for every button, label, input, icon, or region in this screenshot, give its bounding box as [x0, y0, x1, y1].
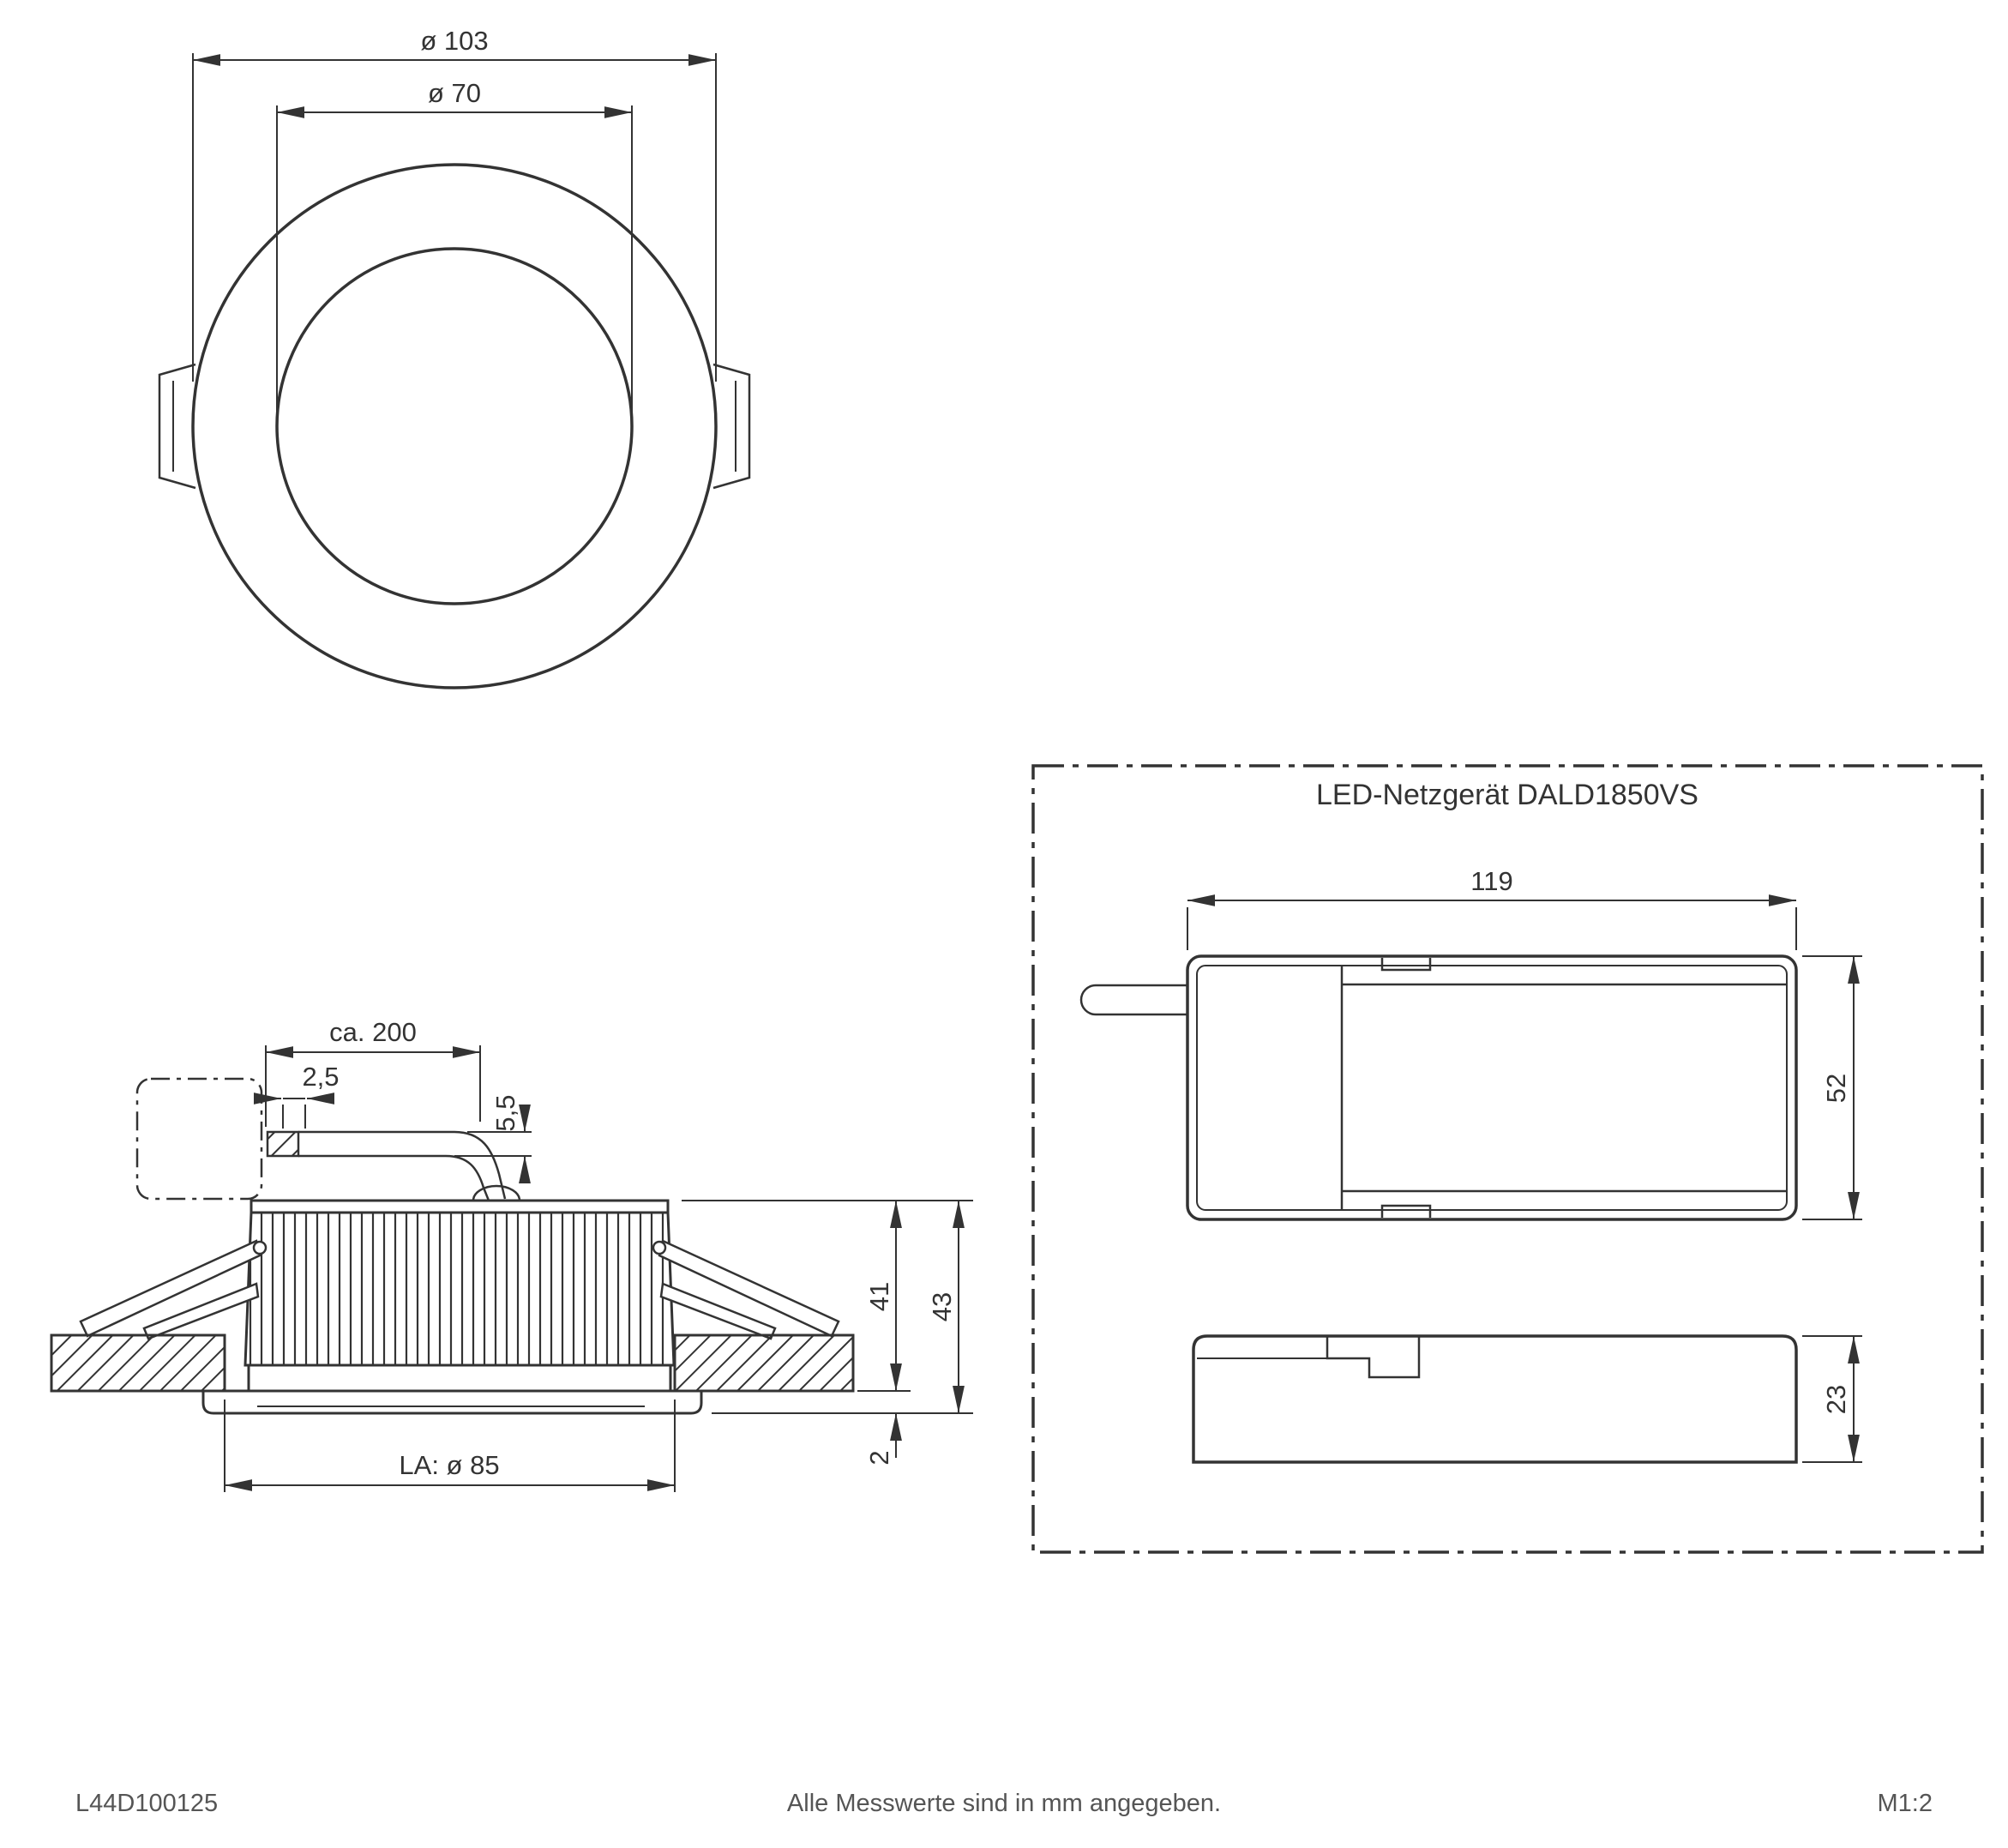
scale-note: M1:2	[1878, 1790, 1933, 1817]
dim-recess-height: 41	[682, 1200, 973, 1392]
dim-psu-width: 52	[1802, 955, 1862, 1220]
cable-end-hatch	[266, 1130, 300, 1158]
dim-recess-height-label: 41	[864, 1282, 894, 1311]
ceiling-panel	[50, 1333, 855, 1393]
luminaire-body	[201, 1199, 703, 1415]
psu-title: LED-Netzgerät DALD1850VS	[1316, 779, 1698, 811]
trim-flange	[201, 1389, 703, 1415]
footer: L44D100125 Alle Messwerte sind in mm ang…	[75, 1790, 1933, 1817]
dim-outer-diameter-label: ø 103	[420, 26, 488, 56]
clip-outline	[158, 363, 196, 490]
units-note: Alle Messwerte sind in mm angegeben.	[787, 1790, 1221, 1817]
lower-housing	[247, 1363, 672, 1393]
psu-profile	[1192, 1334, 1798, 1464]
dim-inner-diameter: ø 70	[276, 78, 633, 413]
junction-box-outline	[135, 1077, 263, 1201]
dim-cable-width: 2,5	[254, 1062, 340, 1129]
dim-cable-length: ca. 200	[265, 1017, 481, 1127]
front-clip-right	[712, 363, 751, 490]
dim-trim-height: 2	[864, 1413, 902, 1466]
dim-psu-length-label: 119	[1470, 866, 1512, 896]
psu-border	[1031, 764, 1984, 1554]
cable-bottom-line	[298, 1154, 490, 1201]
heatsink-fins	[243, 1211, 676, 1367]
clip-hook	[652, 1240, 667, 1255]
cable	[266, 1130, 521, 1201]
top-plate	[249, 1199, 670, 1214]
clip-hook	[252, 1240, 268, 1255]
clip-outline	[712, 363, 751, 490]
cover-step	[1326, 1336, 1421, 1379]
latch-tab-bottom	[1380, 1204, 1432, 1218]
dim-psu-width-label: 52	[1821, 1074, 1851, 1103]
cable-top-line	[298, 1130, 507, 1200]
psu-housing-inner	[1196, 965, 1788, 1211]
dim-psu-length: 119	[1187, 866, 1797, 950]
inner-lens-circle	[275, 247, 634, 605]
latch-tab-top	[1380, 958, 1432, 972]
front-view: ø 103 ø 70	[158, 26, 751, 689]
dim-cable-height: 5,5	[454, 1094, 532, 1183]
dim-outer-diameter: ø 103	[192, 26, 717, 382]
ceiling-left	[50, 1333, 226, 1393]
section-view: ca. 200 2,5 5,5	[50, 1017, 973, 1492]
dim-inner-diameter-label: ø 70	[428, 78, 481, 108]
dim-trim-height-label: 2	[864, 1450, 894, 1465]
dim-total-height-label: 43	[927, 1292, 957, 1321]
dim-cutout: LA: ø 85	[224, 1400, 676, 1492]
section-clip-right	[652, 1239, 840, 1340]
dim-psu-height-label: 23	[1821, 1385, 1851, 1414]
psu-panel: LED-Netzgerät DALD1850VS 119 52	[1031, 764, 1984, 1554]
section-clip-left	[79, 1239, 268, 1340]
ceiling-right	[673, 1333, 855, 1393]
front-clip-left	[158, 363, 196, 490]
dim-cable-height-label: 5,5	[490, 1094, 520, 1131]
dim-cable-width-label: 2,5	[302, 1062, 339, 1092]
psu-cable	[1079, 984, 1187, 1016]
outer-trim-circle	[191, 163, 718, 689]
dim-psu-height: 23	[1802, 1335, 1862, 1463]
psu-top-view	[1079, 954, 1798, 1221]
article-number: L44D100125	[75, 1790, 218, 1817]
dim-total-height: 43	[712, 1201, 973, 1414]
dim-cable-length-label: ca. 200	[329, 1017, 417, 1047]
psu-side-view	[1192, 1334, 1798, 1464]
psu-housing	[1186, 954, 1798, 1221]
strain-relief-dome	[472, 1184, 521, 1201]
dim-cutout-label: LA: ø 85	[399, 1450, 499, 1480]
